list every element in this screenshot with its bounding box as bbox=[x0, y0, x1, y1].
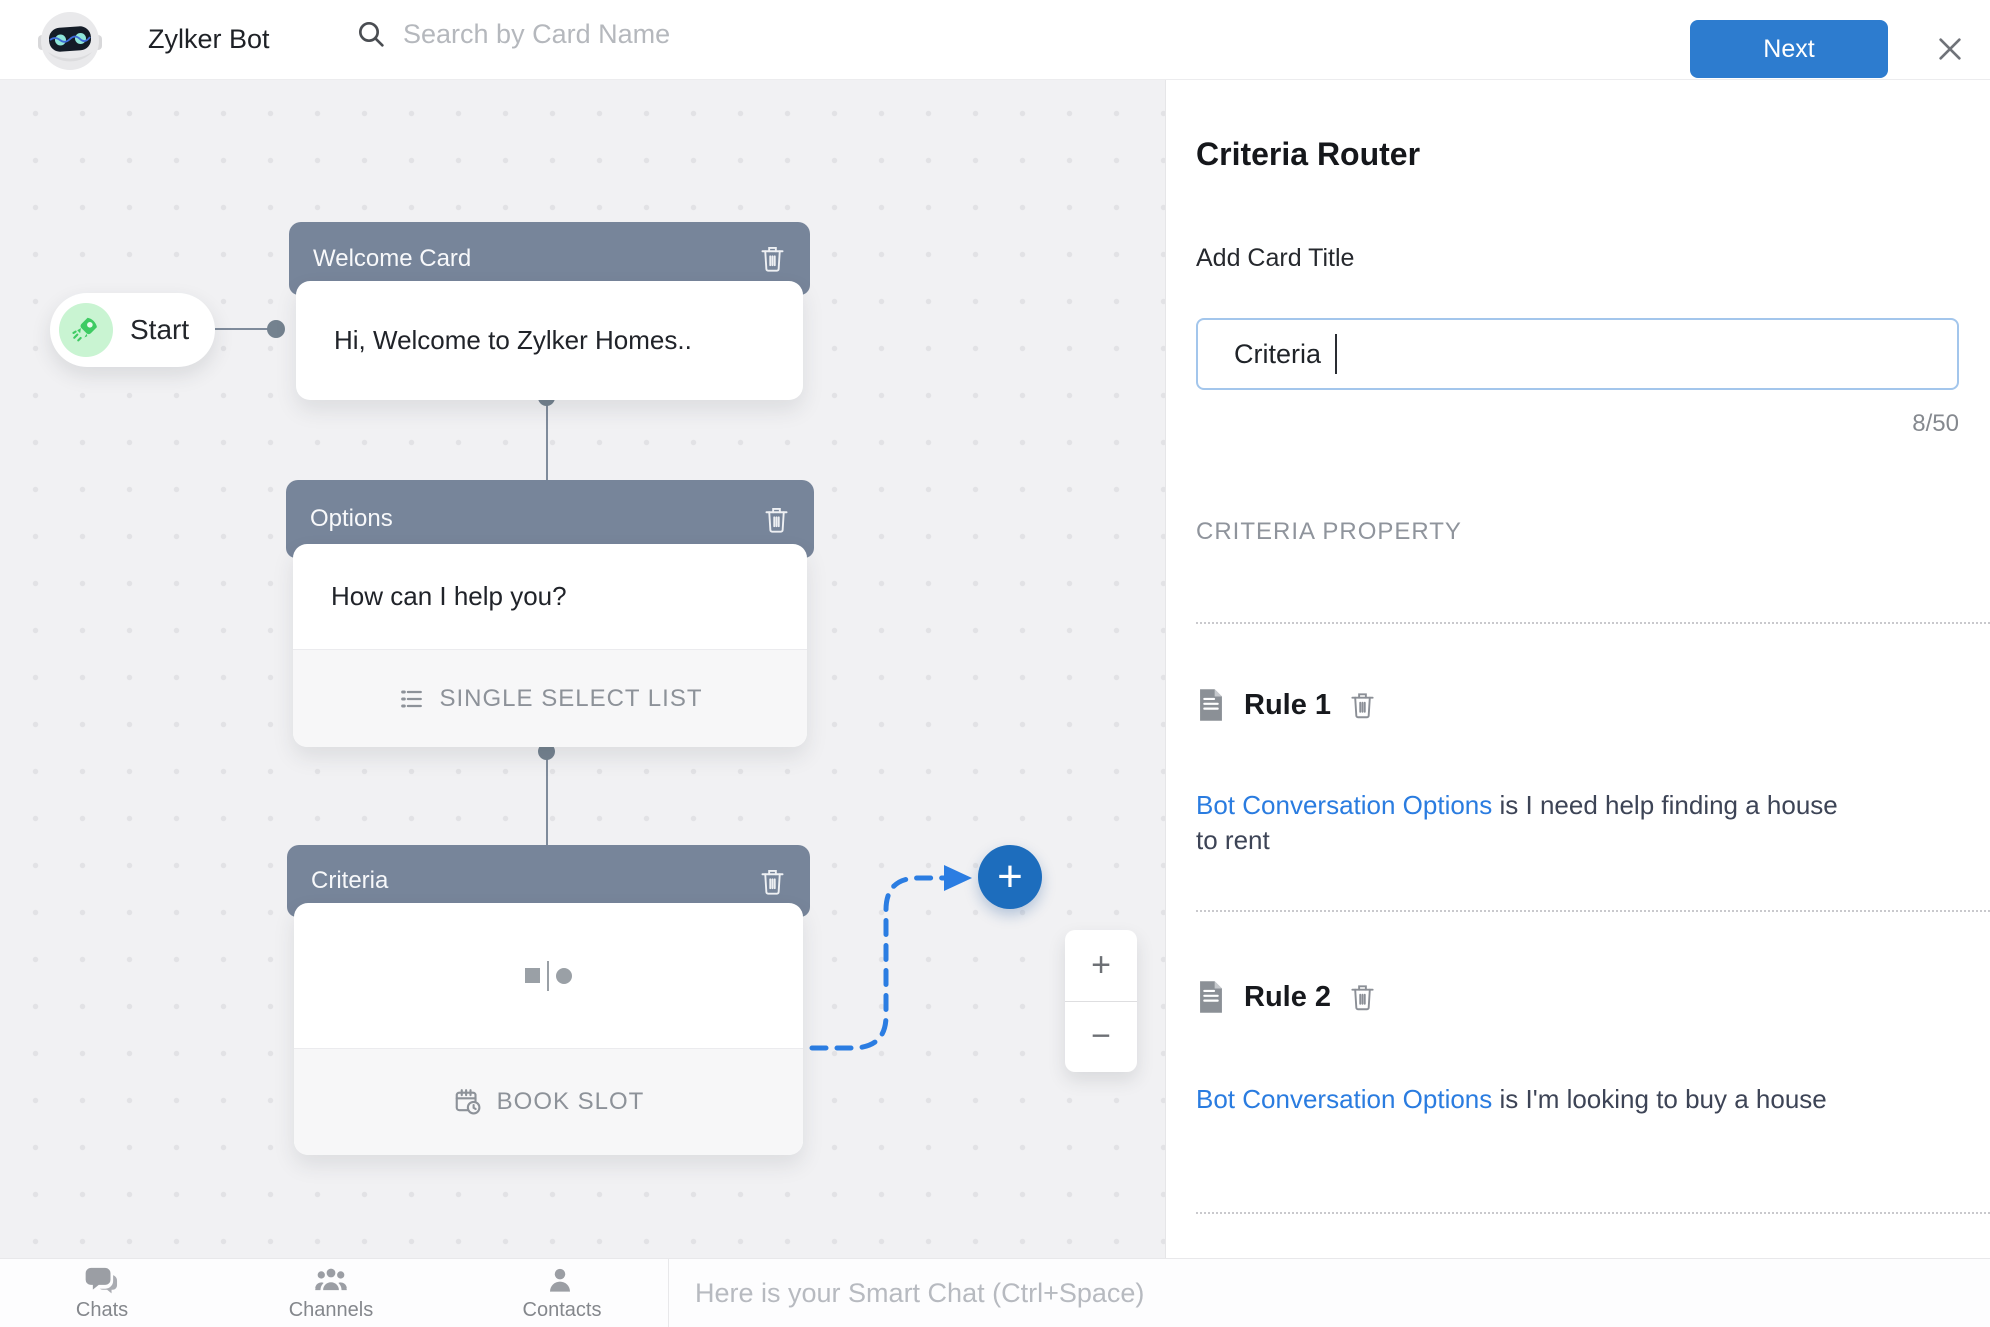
text-caret bbox=[1335, 334, 1337, 374]
welcome-card-message: Hi, Welcome to Zylker Homes.. bbox=[334, 325, 692, 355]
welcome-options-connector bbox=[546, 400, 548, 481]
section-divider bbox=[1196, 622, 1990, 624]
zoom-out-button[interactable]: − bbox=[1065, 1002, 1137, 1073]
rule-1-name: Rule 1 bbox=[1244, 688, 1332, 721]
options-criteria-connector bbox=[546, 752, 548, 846]
doc-icon bbox=[1196, 980, 1226, 1014]
criteria-card-footer: BOOK SLOT bbox=[294, 1048, 803, 1155]
trash-icon[interactable] bbox=[1349, 690, 1376, 720]
doc-icon bbox=[1196, 688, 1226, 722]
smart-chat-input[interactable] bbox=[695, 1273, 1595, 1313]
options-card-title: Options bbox=[310, 505, 393, 532]
options-card-footer: SINGLE SELECT LIST bbox=[293, 649, 807, 747]
nav-label-channels: Channels bbox=[288, 1299, 374, 1321]
topbar: Zylker Bot Next bbox=[0, 0, 1990, 80]
trash-icon[interactable] bbox=[759, 244, 786, 273]
bottom-navbar: Chats Channels Contacts bbox=[0, 1258, 1990, 1327]
nav-item-chats[interactable]: Chats bbox=[42, 1265, 162, 1322]
card-search bbox=[355, 18, 923, 50]
nav-label-chats: Chats bbox=[75, 1299, 129, 1321]
rule-2-condition-text: is I'm looking to buy a house bbox=[1492, 1084, 1827, 1114]
options-card-body: How can I help you? SINGLE SELECT LIST bbox=[293, 544, 807, 747]
flow-canvas[interactable]: Start Welcome Card Hi, Welcome to Zylker… bbox=[0, 80, 1165, 1258]
zoom-divider bbox=[1065, 1000, 1137, 1002]
panel-title: Criteria Router bbox=[1196, 136, 1421, 172]
bottombar-divider bbox=[668, 1259, 669, 1327]
criteria-router-icon bbox=[294, 903, 803, 1048]
criteria-card-title: Criteria bbox=[311, 867, 389, 894]
card-title-input[interactable] bbox=[1196, 318, 1959, 390]
rule-1-condition: Bot Conversation Options is I need help … bbox=[1196, 788, 1841, 858]
start-connector-line bbox=[215, 328, 276, 330]
add-node-button[interactable]: + bbox=[978, 845, 1042, 909]
rule-2-name: Rule 2 bbox=[1244, 980, 1332, 1013]
zoom-in-button[interactable]: + bbox=[1065, 930, 1137, 1001]
nav-label-contacts: Contacts bbox=[522, 1299, 602, 1321]
start-node[interactable]: Start bbox=[50, 293, 215, 367]
char-counter: 8/50 bbox=[1912, 410, 1959, 437]
start-node-label: Start bbox=[130, 314, 190, 345]
bot-avatar-icon bbox=[38, 8, 102, 72]
card-title-field-wrap bbox=[1196, 318, 1959, 390]
trash-icon[interactable] bbox=[759, 867, 786, 896]
trash-icon[interactable] bbox=[763, 505, 790, 534]
criteria-card-node[interactable]: Criteria bbox=[287, 845, 810, 1155]
rule-2-property-link[interactable]: Bot Conversation Options bbox=[1196, 1084, 1493, 1114]
rule-divider bbox=[1196, 1212, 1990, 1214]
trash-icon[interactable] bbox=[1349, 982, 1376, 1012]
contacts-icon bbox=[545, 1265, 579, 1297]
start-connector-dot bbox=[267, 320, 285, 338]
welcome-card-title: Welcome Card bbox=[313, 244, 472, 272]
options-output-dot[interactable] bbox=[538, 743, 555, 760]
rule-1-condition-text: is I need help finding a house to rent bbox=[1196, 790, 1838, 855]
chats-icon bbox=[85, 1265, 119, 1297]
app-title: Zylker Bot bbox=[148, 24, 270, 54]
rule-1-row[interactable]: Rule 1 bbox=[1196, 688, 1376, 722]
criteria-router-panel: Criteria Router Add Card Title 8/50 CRIT… bbox=[1165, 80, 1990, 1258]
welcome-card-node[interactable]: Welcome Card Hi, Welcome to Zylker Homes… bbox=[289, 222, 810, 400]
next-button[interactable]: Next bbox=[1690, 20, 1888, 78]
rule-1-property-link[interactable]: Bot Conversation Options bbox=[1196, 790, 1493, 820]
close-icon[interactable] bbox=[1934, 32, 1968, 66]
criteria-card-footer-label: BOOK SLOT bbox=[496, 1088, 645, 1115]
nav-item-channels[interactable]: Channels bbox=[271, 1265, 391, 1322]
zoom-controls: + − bbox=[1065, 930, 1137, 1072]
rule-2-condition: Bot Conversation Options is I'm looking … bbox=[1196, 1082, 1841, 1117]
criteria-property-label: CRITERIA PROPERTY bbox=[1196, 518, 1462, 545]
welcome-card-body: Hi, Welcome to Zylker Homes.. bbox=[296, 281, 803, 400]
search-input[interactable] bbox=[403, 18, 923, 50]
rule-divider bbox=[1196, 910, 1990, 912]
channels-icon bbox=[314, 1265, 348, 1297]
criteria-card-body: BOOK SLOT bbox=[294, 903, 803, 1155]
options-card-footer-label: SINGLE SELECT LIST bbox=[439, 684, 703, 712]
card-title-label: Add Card Title bbox=[1196, 244, 1355, 272]
list-icon bbox=[398, 685, 426, 713]
nav-item-contacts[interactable]: Contacts bbox=[502, 1265, 622, 1322]
rocket-icon bbox=[59, 303, 113, 357]
search-icon bbox=[355, 18, 387, 50]
options-card-message: How can I help you? bbox=[331, 581, 567, 611]
rule-2-row[interactable]: Rule 2 bbox=[1196, 980, 1376, 1014]
calendar-icon bbox=[453, 1087, 483, 1117]
options-card-node[interactable]: Options How can I help you? bbox=[286, 480, 814, 747]
